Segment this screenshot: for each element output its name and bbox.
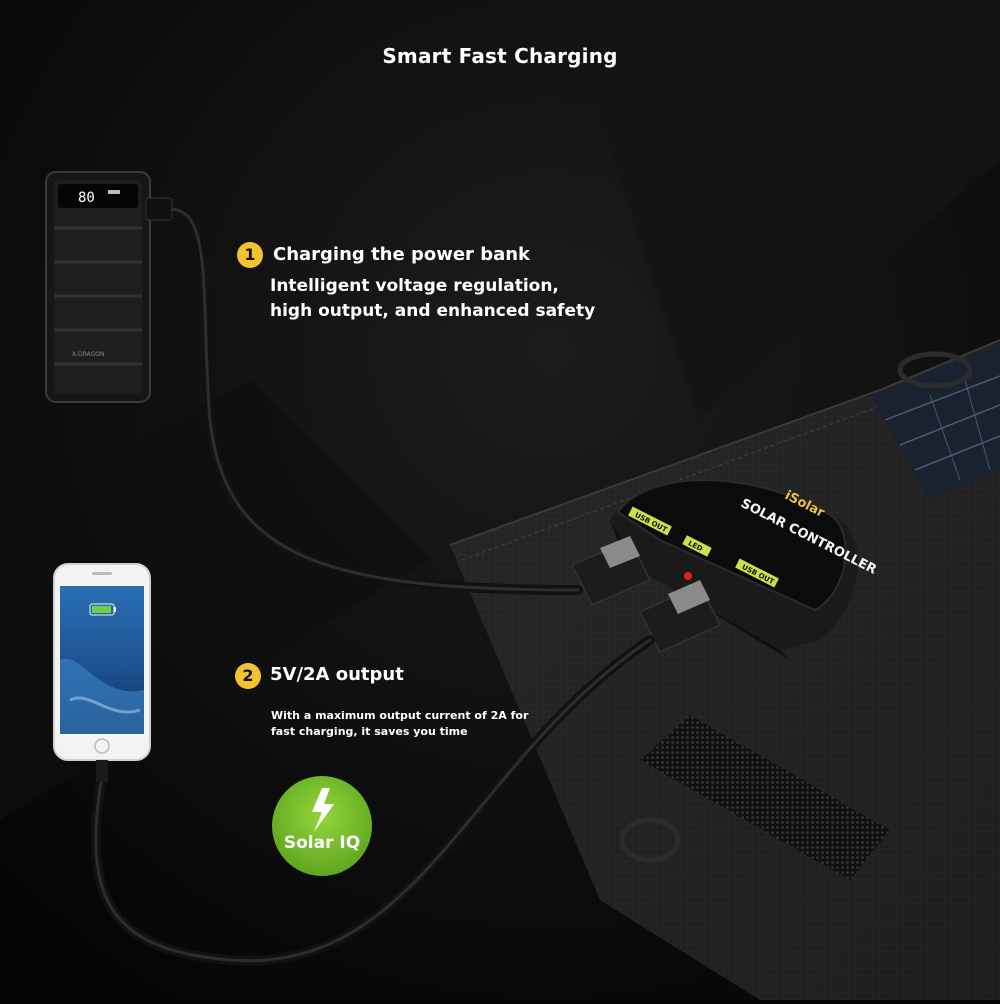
battery-charging-icon [92, 606, 111, 613]
solar-iq-badge: Solar IQ [272, 776, 372, 876]
badge-label: Solar IQ [284, 833, 360, 853]
power-bank-display [58, 184, 138, 208]
power-bank-brand: X-DRAGON [72, 351, 104, 358]
step-description: Intelligent voltage regulation, high out… [270, 276, 596, 321]
step-heading: Charging the power bank [273, 244, 531, 265]
home-button [94, 738, 110, 754]
status-led [684, 572, 692, 580]
step-description: With a maximum output current of 2A for … [271, 709, 529, 738]
controller-led-label [682, 535, 712, 557]
velcro-strip [640, 715, 890, 880]
solar-cells [870, 345, 1000, 500]
power-bank: 80 X-DRAGON [45, 171, 173, 403]
solar-panel [449, 339, 1000, 1000]
controller-port-label [735, 558, 779, 588]
step-number-badge: 2 [235, 663, 261, 689]
smartphone [53, 563, 151, 782]
page-title: Smart Fast Charging [382, 44, 618, 68]
lightning-icon [312, 788, 334, 832]
power-bank-display-value: 80 [78, 190, 95, 206]
usb-plug [570, 536, 652, 606]
step-number-badge: 1 [237, 242, 263, 268]
solar-controller: SOLAR CONTROLLER iSolar USB OUT LED USB … [570, 479, 879, 660]
step-heading: 5V/2A output [270, 664, 404, 685]
controller-port-label [628, 506, 672, 536]
